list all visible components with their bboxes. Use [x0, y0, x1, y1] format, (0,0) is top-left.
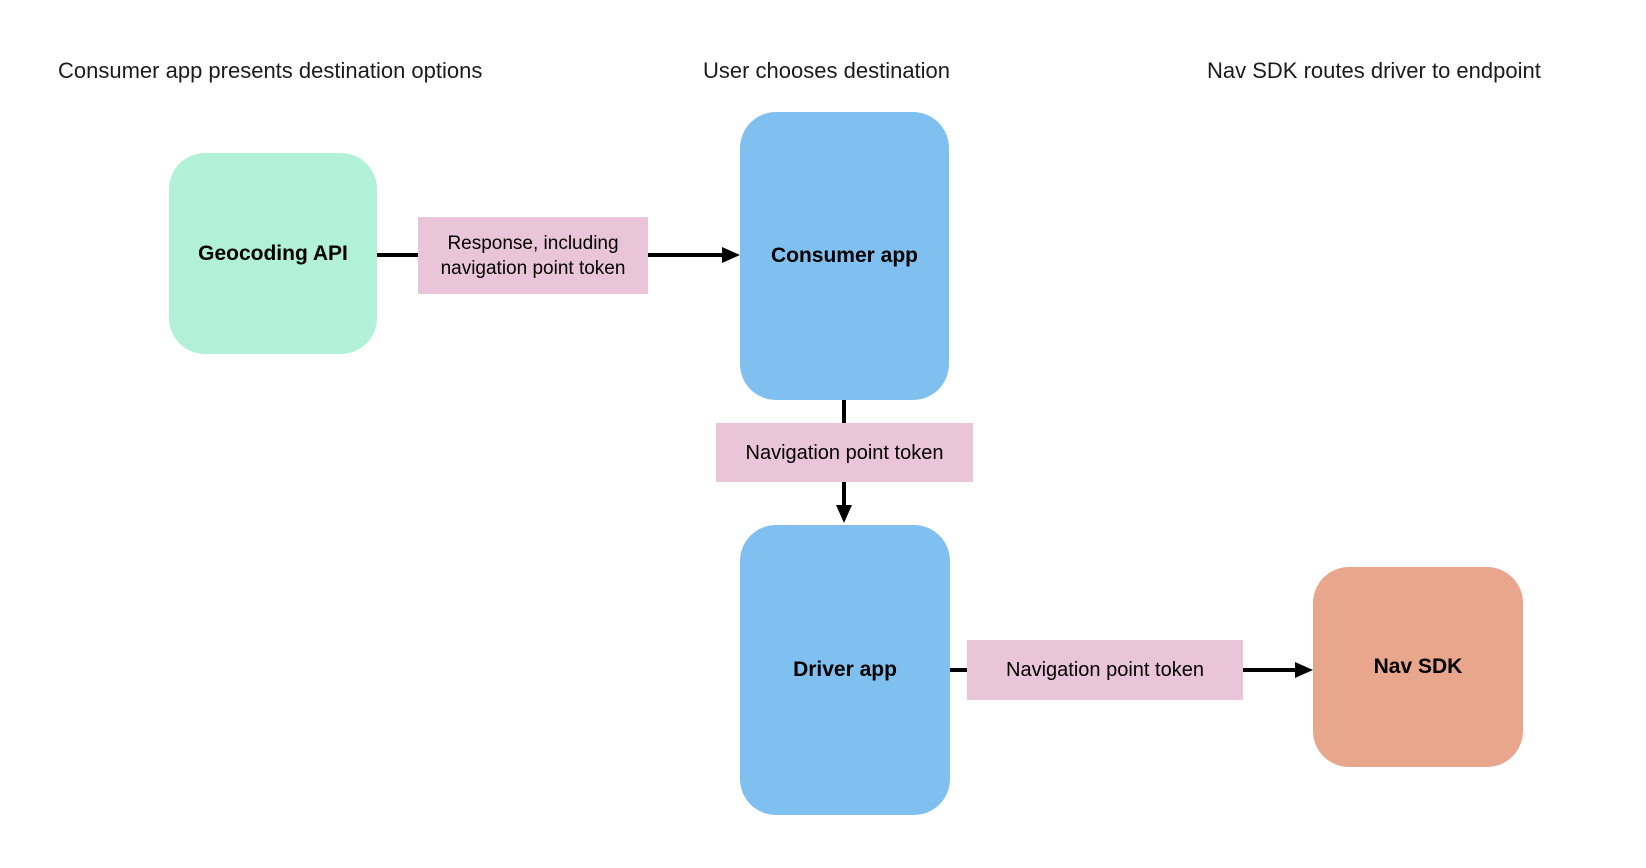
node-nav-sdk-label: Nav SDK: [1373, 655, 1463, 678]
edge-label-navigation-point-token-1: Navigation point token: [716, 423, 973, 482]
arrowhead-down-icon: [836, 505, 852, 523]
edge-label-response-including-token: Response, including navigation point tok…: [418, 217, 648, 294]
node-driver-app: Driver app: [740, 525, 950, 815]
edge-label-navigation-point-token-2: Navigation point token: [967, 640, 1243, 700]
arrowhead-right-icon: [722, 247, 740, 263]
phase-header-user-chooses: User chooses destination: [703, 58, 951, 83]
arrowhead-right-icon: [1295, 662, 1313, 678]
phase-header-consumer-presents: Consumer app presents destination option…: [58, 58, 483, 83]
phase-header-navsdk-routes: Nav SDK routes driver to endpoint: [1207, 58, 1541, 83]
node-geocoding-api: Geocoding API: [169, 153, 377, 354]
node-consumer-app: Consumer app: [740, 112, 949, 400]
node-geocoding-api-label: Geocoding API: [198, 241, 348, 265]
node-driver-app-label: Driver app: [793, 658, 897, 681]
node-nav-sdk: Nav SDK: [1313, 567, 1523, 767]
node-consumer-app-label: Consumer app: [770, 244, 919, 267]
